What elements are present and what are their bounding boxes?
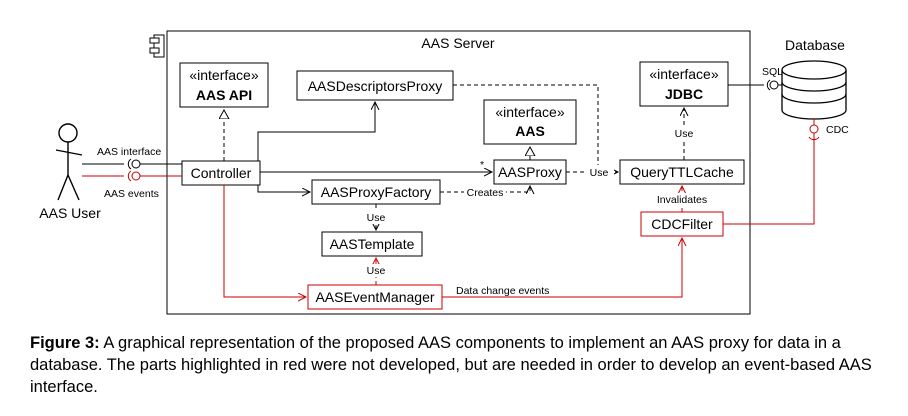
database-label: Database <box>785 37 845 53</box>
edge-controller-factory <box>257 185 310 192</box>
aas-api-name: AAS API <box>196 87 252 103</box>
edge-eventmanager-cdcfilter <box>442 238 682 298</box>
edge-descriptors-cache <box>453 84 599 172</box>
event-manager-name: AASEventManager <box>315 289 434 305</box>
component-event-manager: AASEventManager <box>307 284 443 310</box>
component-cdc-filter: CDCFilter <box>640 211 724 237</box>
cdc-label: CDC <box>826 124 849 136</box>
cdc-ball <box>809 124 819 134</box>
component-jdbc: «interface» JDBC <box>639 61 729 107</box>
server-frame <box>166 30 751 315</box>
sql-label: SQL <box>762 66 783 78</box>
controller-name: Controller <box>191 165 252 181</box>
interface-socket <box>127 158 132 170</box>
component-icon <box>149 34 165 58</box>
interface-ball <box>131 159 141 169</box>
architecture-diagram: AAS Server «interface» AAS API AASDescri… <box>39 30 849 315</box>
aas-interface-port-label: AAS interface <box>97 146 161 158</box>
component-descriptors-proxy: AASDescriptorsProxy <box>296 70 454 101</box>
events-ball <box>131 171 141 181</box>
template-name: AASTemplate <box>330 236 415 252</box>
aas-proxy-name: AASProxy <box>498 164 562 180</box>
caption-label: Figure 3: <box>30 334 100 352</box>
component-controller: Controller <box>181 160 261 186</box>
actor-icon <box>55 123 83 201</box>
multiplicity-label: * <box>480 159 484 171</box>
use-jdbc-label: Use <box>675 128 694 140</box>
component-aas-proxy: AASProxy <box>493 159 567 185</box>
component-template: AASTemplate <box>321 231 423 257</box>
component-aas-interface: «interface» AAS <box>483 99 577 145</box>
use-event-label: Use <box>367 265 386 277</box>
component-query-cache: QueryTTLCache <box>619 159 745 185</box>
events-socket <box>127 170 132 182</box>
use-cache-label: Use <box>590 167 609 179</box>
caption-text: A graphical representation of the propos… <box>30 334 872 396</box>
aas-interface-name: AAS <box>515 123 545 139</box>
sql-socket <box>766 79 771 91</box>
component-aas-api: «interface» AAS API <box>179 62 269 108</box>
figure-caption: Figure 3: A graphical representation of … <box>30 332 880 398</box>
component-proxy-factory: AASProxyFactory <box>311 179 441 205</box>
aas-interface-stereotype: «interface» <box>495 104 564 120</box>
descriptors-proxy-name: AASDescriptorsProxy <box>308 78 443 94</box>
jdbc-name: JDBC <box>665 86 703 102</box>
edge-controller-descriptors <box>257 102 375 161</box>
jdbc-stereotype: «interface» <box>649 66 718 82</box>
proxy-factory-name: AASProxyFactory <box>321 184 431 200</box>
database-cylinder <box>781 60 847 120</box>
edge-controller-eventmanager <box>223 185 306 297</box>
sql-ball <box>769 80 779 90</box>
aas-api-stereotype: «interface» <box>189 67 258 83</box>
creates-label: Creates <box>467 187 504 199</box>
edge-database-cdcfilter <box>723 119 815 225</box>
aas-events-port-label: AAS events <box>104 188 159 200</box>
data-change-events-label: Data change events <box>456 285 549 297</box>
actor-label: AAS User <box>39 205 101 221</box>
server-title: AAS Server <box>421 35 494 51</box>
use-template-label: Use <box>367 212 386 224</box>
cdc-socket <box>808 136 820 141</box>
invalidates-label: Invalidates <box>657 194 707 206</box>
cdc-filter-name: CDCFilter <box>651 216 713 232</box>
query-cache-name: QueryTTLCache <box>630 164 734 180</box>
